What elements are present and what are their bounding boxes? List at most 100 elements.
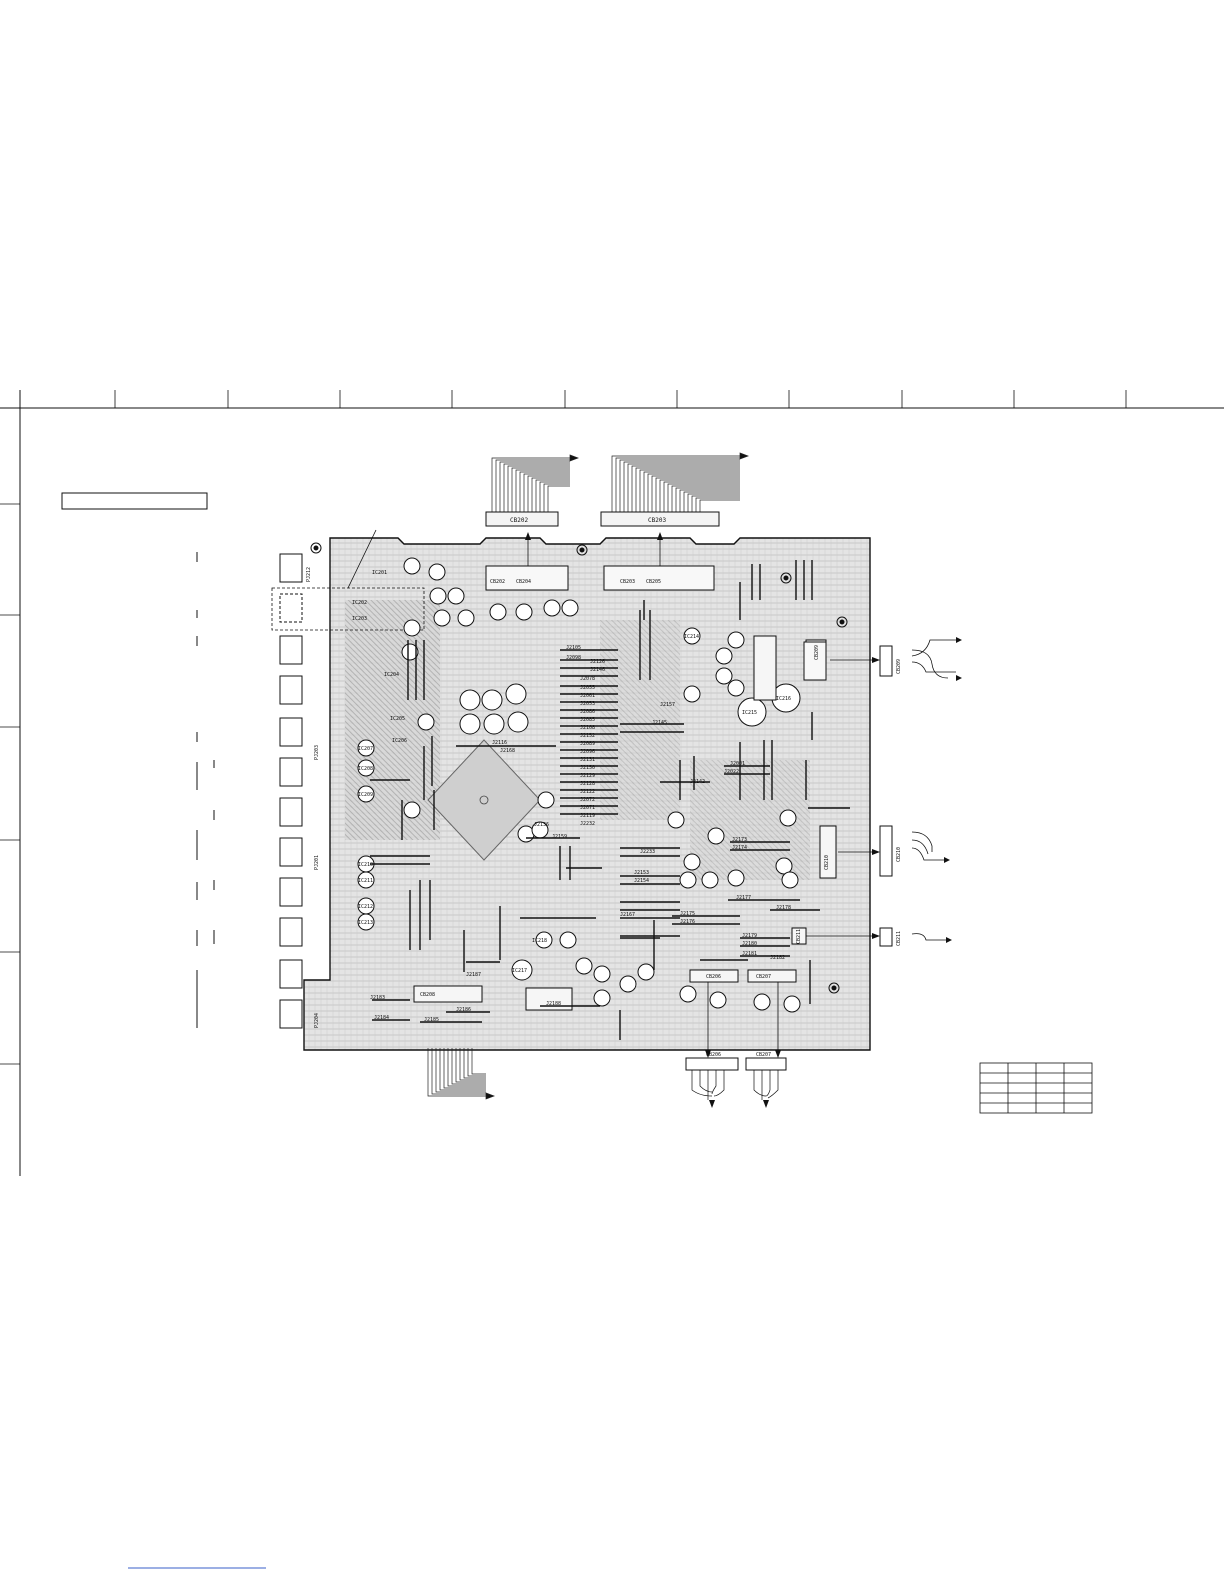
label-j2157: J2157 <box>660 702 675 708</box>
label-j2022: J2022 <box>724 769 739 775</box>
board-header-cb203 <box>603 532 715 591</box>
label-j2145: J2145 <box>652 720 667 726</box>
label-cb205: CB205 <box>646 579 661 585</box>
label-j2108: J2108 <box>580 725 595 731</box>
mounting-holes <box>310 542 848 994</box>
label-j2071: J2071 <box>580 805 595 811</box>
jack-label-pj204: PJ204 <box>314 1013 320 1028</box>
label-j2167: J2167 <box>620 912 635 918</box>
label-j2178: J2178 <box>776 905 791 911</box>
leader-line <box>347 529 377 589</box>
label-j2153: J2153 <box>634 870 649 876</box>
label-j2086: J2086 <box>580 709 595 715</box>
label-j2184: J2184 <box>374 1015 389 1021</box>
label-ic210: IC210 <box>358 862 373 868</box>
label-j2085: J2085 <box>580 717 595 723</box>
jack-label-pj201: PJ201 <box>314 855 320 870</box>
label-cb208: CB208 <box>420 992 435 998</box>
label-j2232: J2232 <box>580 821 595 827</box>
label-j2180: J2180 <box>742 941 757 947</box>
jumper-wires <box>370 649 850 1023</box>
label-j2182: J2182 <box>770 955 785 961</box>
label-j2119: J2119 <box>580 813 595 819</box>
left-margin-ticks <box>196 552 215 1028</box>
label-j2096: J2096 <box>580 749 595 755</box>
label-ic212: IC212 <box>358 904 373 910</box>
label-j2187: J2187 <box>466 972 481 978</box>
label-ic206: IC206 <box>392 738 407 744</box>
label-ic203: IC203 <box>352 616 367 622</box>
label-j2072: J2072 <box>580 797 595 803</box>
cb211-label: CB211 <box>896 931 902 946</box>
label-j2150: J2150 <box>580 765 595 771</box>
label-ic204: IC204 <box>384 672 399 678</box>
label-cb209-board: CB209 <box>814 645 820 660</box>
label-ic205: IC205 <box>390 716 405 722</box>
label-j2168: J2168 <box>500 748 515 754</box>
label-j2053: J2053 <box>580 701 595 707</box>
label-ic217: IC217 <box>512 968 527 974</box>
label-cb210-board: CB210 <box>824 855 830 870</box>
label-ic216: IC216 <box>776 696 791 702</box>
label-ic213: IC213 <box>358 920 373 926</box>
label-j2175: J2175 <box>680 911 695 917</box>
label-j2174: J2174 <box>732 845 747 851</box>
label-j2188: J2188 <box>546 1001 561 1007</box>
cb210-label: CB210 <box>896 847 902 862</box>
label-j2177: J2177 <box>736 895 751 901</box>
label-j2142: J2142 <box>690 779 705 785</box>
pcb-board <box>303 537 871 1051</box>
bottom-connector-cb207: CB207 <box>745 982 787 1108</box>
label-j2136: J2136 <box>534 822 549 828</box>
label-j2131: J2131 <box>580 757 595 763</box>
capacitors <box>357 557 801 1013</box>
label-j2176: J2176 <box>680 919 695 925</box>
label-cb202-board: CB202 <box>490 579 505 585</box>
ribbon-cable-bottom <box>427 1048 495 1100</box>
label-j2055: J2055 <box>580 685 595 691</box>
vertical-jumpers <box>401 560 813 1040</box>
input-jacks <box>279 553 303 1029</box>
label-ic208: IC208 <box>358 766 373 772</box>
cb209-label: CB209 <box>896 659 902 674</box>
label-j2179: J2179 <box>742 933 757 939</box>
label-j2233: J2233 <box>640 849 655 855</box>
side-connector-cb210: CB210 <box>838 825 950 877</box>
ribbon-cable-cb203 <box>611 452 749 512</box>
label-j2129: J2129 <box>580 773 595 779</box>
label-cb206-board: CB206 <box>706 974 721 980</box>
bottom-connector-cb206: CB206 <box>685 982 739 1108</box>
label-j2185: J2185 <box>424 1017 439 1023</box>
label-j2154: J2154 <box>634 878 649 884</box>
label-ic201: IC201 <box>372 570 387 576</box>
label-j2105: J2105 <box>566 645 581 651</box>
label-ic215: IC215 <box>742 710 757 716</box>
label-ic214: IC214 <box>684 634 699 640</box>
label-j2061: J2061 <box>580 693 595 699</box>
label-j2159: J2159 <box>552 834 567 840</box>
label-cb204: CB204 <box>516 579 531 585</box>
side-connector-cb211: CB211 <box>806 927 952 947</box>
legend-table <box>979 1062 1093 1114</box>
side-connector-cb209: CB209 <box>803 637 962 681</box>
label-j2126: J2126 <box>590 659 605 665</box>
sheet-frame <box>0 390 1224 1176</box>
label-j2098: J2098 <box>566 655 581 661</box>
cb202-label: CB202 <box>510 517 528 524</box>
label-ic211: IC211 <box>358 878 373 884</box>
cb203-label: CB203 <box>648 517 666 524</box>
jack-label-pj203: PJ203 <box>314 745 320 760</box>
label-j2181: J2181 <box>742 951 757 957</box>
label-ic207: IC207 <box>358 746 373 752</box>
label-j2116: J2116 <box>492 740 507 746</box>
component-labels: CB204 CB205 CB206 CB207 CB208 CB209 IC20… <box>352 570 830 1023</box>
ribbon-cable-cb202 <box>491 454 579 512</box>
label-j2173: J2173 <box>732 837 747 843</box>
label-j2146: J2146 <box>590 667 605 673</box>
cb203-header <box>600 511 720 527</box>
label-cb207-board: CB207 <box>756 974 771 980</box>
label-cb203-board: CB203 <box>620 579 635 585</box>
title-box <box>61 492 208 510</box>
label-ic218: IC218 <box>532 938 547 944</box>
